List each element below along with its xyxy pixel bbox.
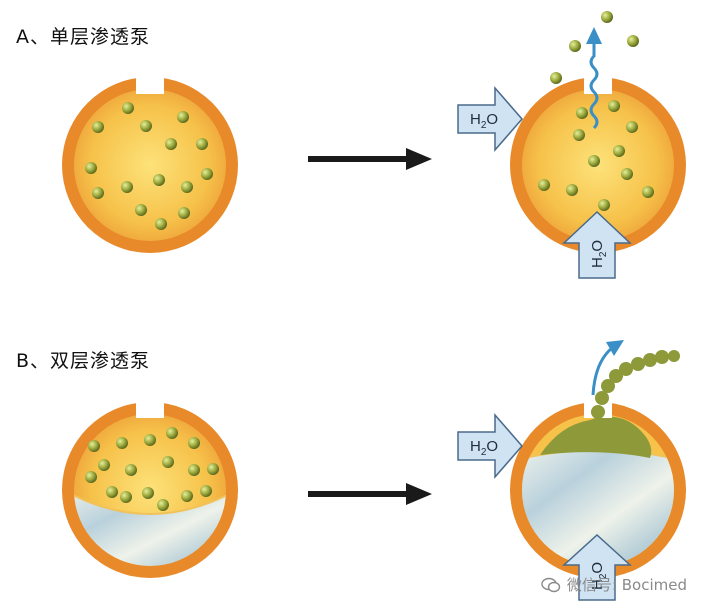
water-inflow-arrow-left: H2O [457, 412, 523, 480]
tablet-b-releasing: H2O H2O [457, 340, 686, 601]
water-label: H2O [470, 438, 498, 458]
delivery-orifice [584, 76, 612, 94]
release-arrow [586, 27, 602, 130]
drug-particles [85, 427, 219, 511]
water-label: H2O [470, 111, 498, 131]
water-inflow-arrow-bottom: H2O [562, 533, 632, 601]
wechat-icon [541, 577, 561, 592]
transition-arrow-a [308, 148, 432, 170]
water-inflow-arrow-bottom: H2O [562, 210, 632, 279]
delivery-orifice [136, 400, 164, 418]
release-arrow [591, 340, 624, 396]
section-b-label: B、双层渗透泵 [16, 350, 151, 372]
watermark-text: 微信号: Bocimed [566, 576, 687, 594]
delivery-orifice [136, 76, 164, 94]
transition-arrow-b [308, 483, 432, 505]
water-inflow-arrow-left: H2O [457, 85, 523, 153]
drug-suspension [540, 416, 652, 458]
drug-particles [85, 102, 213, 230]
tablet-a-initial [62, 76, 238, 253]
water-label: H2O [589, 240, 609, 268]
released-drug-stream [591, 350, 680, 419]
tablet-b-initial [62, 400, 238, 578]
watermark: 微信号: Bocimed [541, 574, 687, 595]
section-a-label: A、单层渗透泵 [16, 26, 150, 48]
water-label: H2O [589, 562, 609, 590]
released-particles [550, 11, 639, 84]
drug-particles [538, 100, 654, 211]
tablet-a-releasing: H2O H2O [457, 11, 686, 279]
push-layer-expanded [522, 450, 674, 566]
